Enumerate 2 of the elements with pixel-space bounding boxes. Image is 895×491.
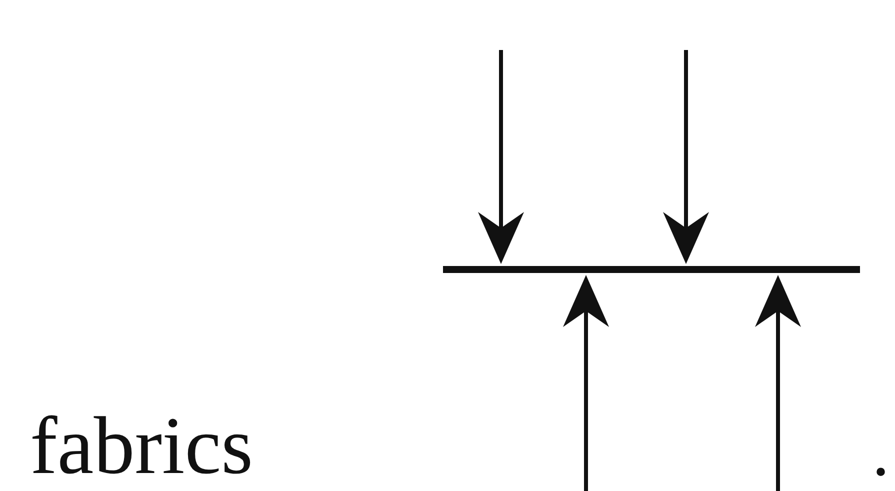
fabrics-label: fabrics [30, 405, 254, 487]
period-mark: . [872, 418, 890, 488]
